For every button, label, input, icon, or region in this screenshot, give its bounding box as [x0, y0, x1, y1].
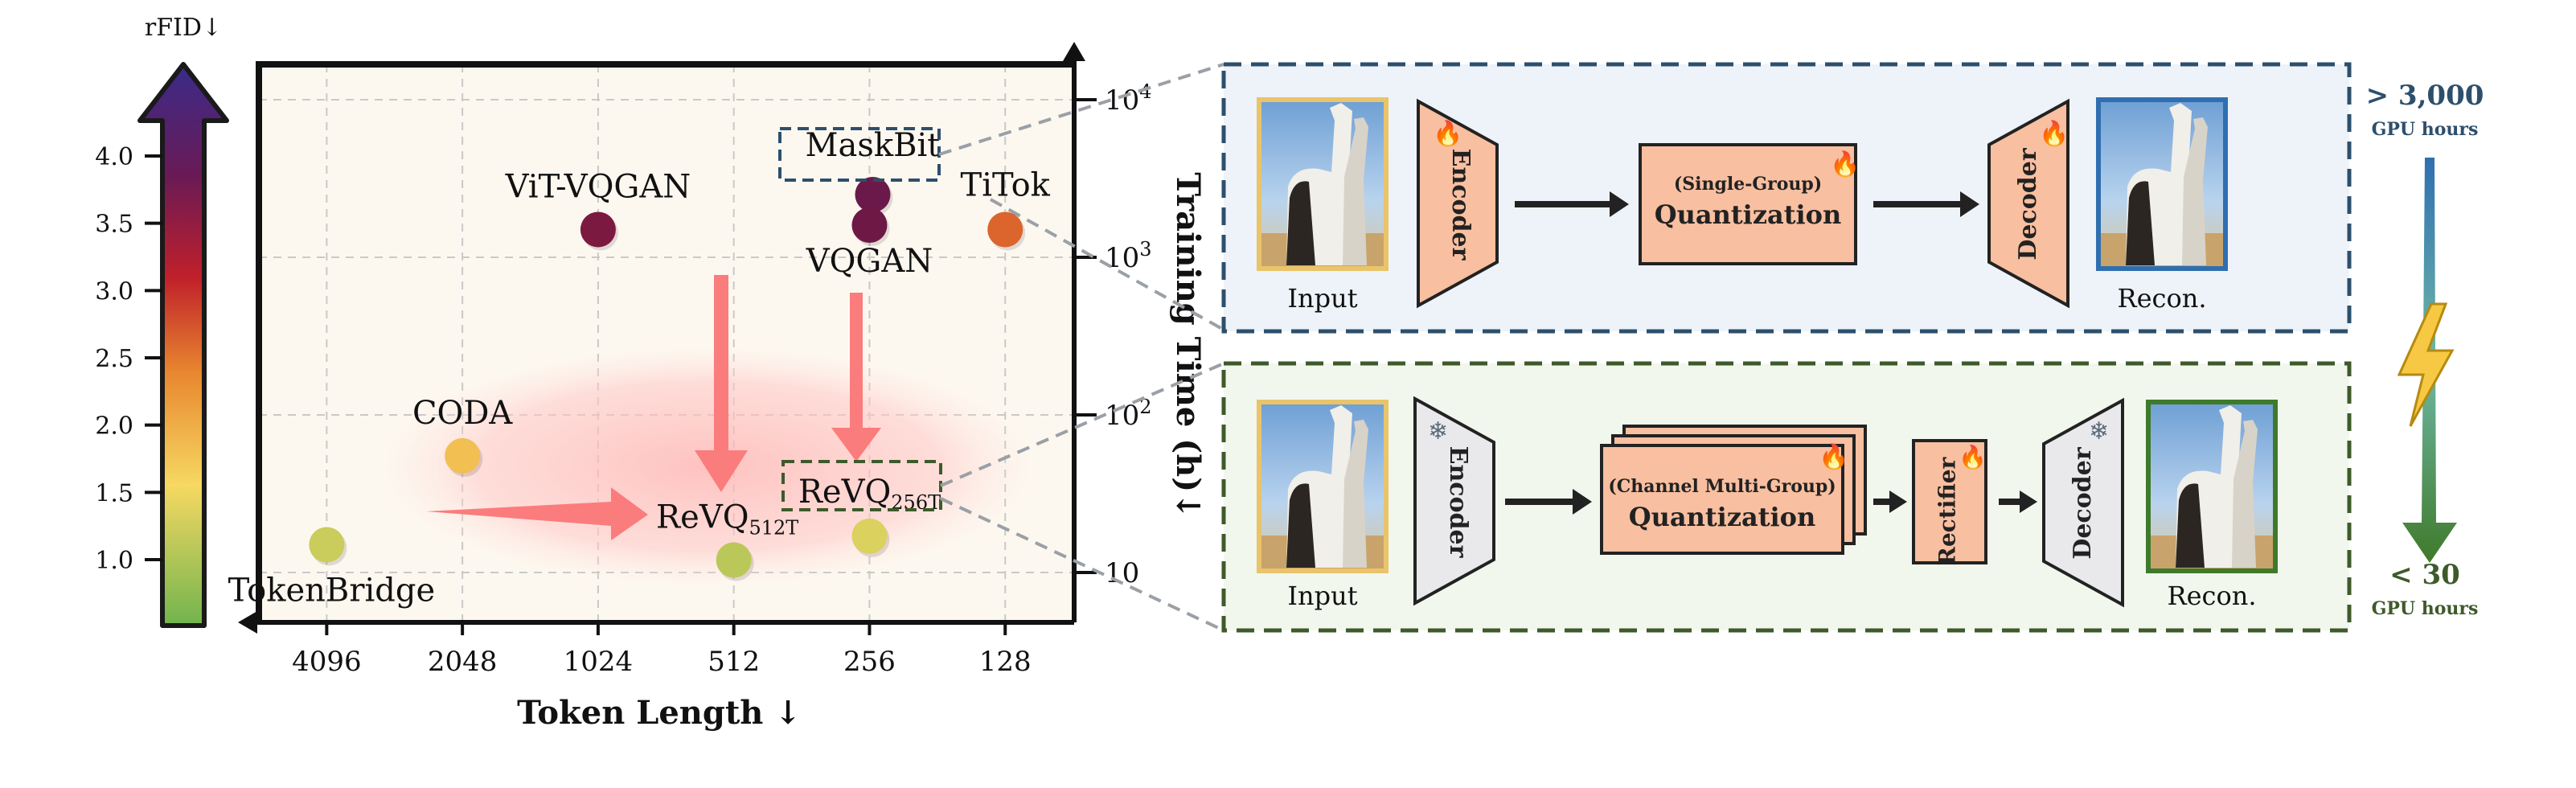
bottom-quant-main: Quantization [1629, 502, 1816, 532]
x-axis-label: Token Length ↓ [517, 694, 802, 732]
top-recon-label: Recon. [2118, 283, 2207, 314]
flame-icon: 🔥 [1830, 150, 1860, 179]
point-revq256t [851, 518, 888, 554]
bottom-arrow-3 [2020, 490, 2037, 513]
colorbar-label: rFID↓ [145, 14, 222, 42]
colorbar: rFID↓ 1.0 1.5 2.0 2.5 3.0 3.5 4.0 [95, 14, 229, 628]
bottom-decoder-label: Decoder [2069, 446, 2097, 559]
top-input-image [1257, 97, 1388, 271]
colorbar-tick-label: 1.5 [95, 479, 133, 507]
arrow-vqgan-to-revq256 [831, 293, 881, 462]
x-tick-label: 1024 [564, 646, 634, 678]
point-titok [987, 211, 1023, 248]
colorbar-tick-label: 3.0 [95, 277, 133, 306]
x-ticks: 4096 2048 1024 512 256 128 [292, 622, 1032, 678]
point-vit-vqgan [580, 211, 616, 248]
cost-low: < 30 [2389, 559, 2460, 591]
y-axis-label: Training Time (h)↓ [1169, 172, 1207, 519]
top-decoder-label: Decoder [2014, 147, 2042, 260]
colorbar-tick-label: 2.5 [95, 345, 133, 373]
point-coda [445, 437, 481, 474]
flame-icon: 🔥 [1959, 444, 1987, 470]
bottom-arrow-1 [1573, 489, 1592, 515]
top-recon-image [2096, 97, 2228, 271]
flame-icon: 🔥 [1433, 119, 1462, 148]
point-tokenbridge [309, 527, 345, 563]
top-arrow-1 [1610, 191, 1629, 217]
data-points [309, 177, 1026, 581]
bottom-arrow-2 [1889, 490, 1907, 513]
y-tick-label: 102 [1105, 396, 1152, 432]
bottom-recon-image [2146, 400, 2278, 573]
top-panel: Input Encoder 🔥 (Single-Group) Quantizat… [1221, 62, 2352, 334]
bottom-input-image [1257, 400, 1388, 573]
point-maskbit [855, 177, 891, 213]
top-arrow-2 [1960, 191, 1979, 217]
snowflake-icon: ❄ [1428, 417, 1448, 445]
x-axis-arrowhead [238, 611, 257, 634]
x-tick-label: 2048 [428, 646, 498, 678]
point-label-coda: CODA [412, 395, 513, 432]
y-tick-label: 104 [1105, 80, 1152, 117]
arrow-coda-to-revq512 [426, 487, 648, 540]
cost-low-unit: GPU hours [2372, 598, 2479, 619]
bottom-rectifier-block [1912, 439, 1987, 564]
bottom-encoder-label: Encoder [1444, 446, 1472, 559]
bottom-decoder [2042, 397, 2124, 608]
y-axis-arrowhead [1063, 42, 1085, 61]
cost-indicator: > 3,000 GPU hours < 30 GPU hours [2366, 80, 2484, 619]
colorbar-tick-label: 4.0 [95, 143, 133, 171]
bottom-encoder [1413, 396, 1495, 606]
bottom-recon-label: Recon. [2168, 581, 2257, 611]
point-label-maskbit: MaskBit [806, 127, 941, 164]
colorbar-tick-label: 3.5 [95, 211, 133, 239]
point-revq512t [716, 542, 752, 578]
bottom-panel: Input Encoder ❄ (Channel Multi-Group) Qu… [1221, 361, 2352, 633]
point-labels: TokenBridge CODA ViT-VQGAN ReVQ512T MaskBitV… [228, 127, 1051, 609]
flame-icon: 🔥 [2039, 119, 2069, 148]
connectors [938, 63, 1224, 632]
arrow-vit-to-revq512 [695, 275, 748, 492]
top-quant-sub: (Single-Group) [1674, 174, 1822, 195]
cost-high-unit: GPU hours [2372, 119, 2479, 140]
x-tick-label: 4096 [292, 646, 362, 678]
bottom-rectifier-label: Rectifier [1934, 456, 1961, 565]
x-tick-label: 128 [979, 646, 1032, 678]
cost-high: > 3,000 [2366, 80, 2484, 112]
top-encoder [1417, 98, 1499, 309]
top-decoder [1987, 98, 2069, 309]
top-quantization-block [1639, 143, 1857, 265]
point-label-tokenbridge: TokenBridge [228, 572, 436, 609]
point-vqgan [851, 207, 888, 243]
colorbar-tick-label: 2.0 [95, 412, 133, 441]
colorbar-tick-label: 1.0 [95, 547, 133, 575]
colorbar-ticks: 1.0 1.5 2.0 2.5 3.0 3.5 4.0 [95, 143, 162, 575]
bottom-quant-sub: (Channel Multi-Group) [1608, 476, 1836, 497]
point-label-titok: TiTok [961, 166, 1051, 203]
y-tick-label: 103 [1105, 238, 1152, 274]
point-label-vit-vqgan: ViT-VQGAN [505, 168, 691, 205]
point-label-vqgan: VQGAN [806, 243, 933, 280]
bottom-quantization-block [1600, 444, 1844, 555]
x-tick-label: 256 [843, 646, 896, 678]
flame-icon: 🔥 [1819, 442, 1848, 471]
bottom-quantization-stack [1600, 425, 1867, 555]
point-label-revq512t: ReVQ512T [656, 499, 798, 539]
top-input-label: Input [1287, 283, 1357, 314]
bottom-input-label: Input [1287, 581, 1357, 611]
top-encoder-label: Encoder [1446, 149, 1475, 261]
lightning-icon [2397, 302, 2455, 427]
snowflake-icon: ❄ [2089, 417, 2109, 445]
x-tick-label: 512 [708, 646, 760, 678]
top-quant-main: Quantization [1655, 199, 1842, 230]
colorbar-arrow [137, 62, 229, 628]
